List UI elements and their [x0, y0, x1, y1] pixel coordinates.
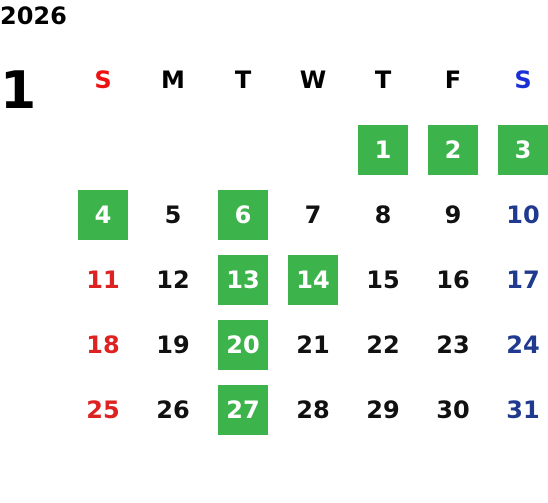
calendar-day[interactable]: 29 — [366, 396, 400, 424]
calendar-day-highlighted[interactable]: 13 — [218, 255, 268, 305]
calendar-day[interactable]: 30 — [436, 396, 470, 424]
calendar-day[interactable]: 21 — [296, 331, 330, 359]
calendar-day[interactable]: 10 — [506, 201, 540, 229]
calendar-day-highlighted[interactable]: 3 — [498, 125, 548, 175]
weekday-saturday: S — [514, 66, 532, 94]
calendar-day[interactable]: 17 — [506, 266, 540, 294]
calendar-day[interactable]: 8 — [374, 201, 392, 229]
calendar-day[interactable]: 7 — [304, 201, 322, 229]
weekday-friday: F — [444, 66, 462, 94]
weekday-header-row: S M T W T F S — [68, 62, 548, 98]
calendar-day[interactable]: 22 — [366, 331, 400, 359]
calendar-day-highlighted[interactable]: 2 — [428, 125, 478, 175]
calendar-day-highlighted[interactable]: 1 — [358, 125, 408, 175]
weekday-wednesday: W — [299, 66, 327, 94]
calendar-day[interactable]: 5 — [164, 201, 182, 229]
weekday-sunday: S — [94, 66, 112, 94]
calendar-day-highlighted[interactable]: 20 — [218, 320, 268, 370]
calendar-day[interactable]: 9 — [444, 201, 462, 229]
empty-cell — [138, 120, 188, 170]
calendar-day[interactable]: 31 — [506, 396, 540, 424]
calendar-day[interactable]: 15 — [366, 266, 400, 294]
month-label: 1 — [0, 61, 37, 121]
calendar-day[interactable]: 28 — [296, 396, 330, 424]
weekday-tuesday: T — [234, 66, 252, 94]
calendar-day[interactable]: 16 — [436, 266, 470, 294]
calendar-day-highlighted[interactable]: 6 — [218, 190, 268, 240]
calendar-day[interactable]: 11 — [86, 266, 120, 294]
calendar-day[interactable]: 18 — [86, 331, 120, 359]
calendar-day[interactable]: 12 — [156, 266, 190, 294]
empty-cell — [208, 120, 258, 170]
calendar-day[interactable]: 25 — [86, 396, 120, 424]
calendar-day[interactable]: 26 — [156, 396, 190, 424]
weekday-thursday: T — [374, 66, 392, 94]
calendar-day-highlighted[interactable]: 14 — [288, 255, 338, 305]
calendar-day[interactable]: 23 — [436, 331, 470, 359]
calendar-day[interactable]: 19 — [156, 331, 190, 359]
calendar-day[interactable]: 24 — [506, 331, 540, 359]
calendar-day-highlighted[interactable]: 27 — [218, 385, 268, 435]
empty-cell — [68, 120, 118, 170]
year-label: 2026 — [0, 2, 67, 30]
empty-cell — [278, 120, 328, 170]
calendar-day-highlighted[interactable]: 4 — [78, 190, 128, 240]
weekday-monday: M — [161, 66, 185, 94]
